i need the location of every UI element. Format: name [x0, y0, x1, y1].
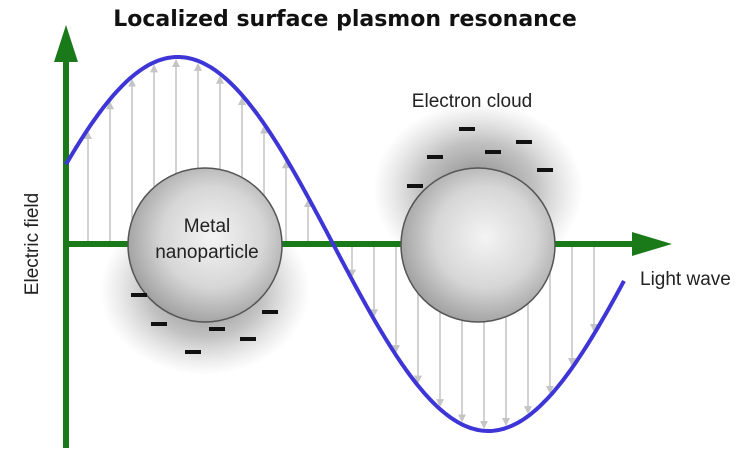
electron-charge [485, 150, 501, 154]
particle-label-line2: nanoparticle [155, 242, 259, 263]
electron-charge [459, 127, 475, 131]
x-axis-label: Light wave [640, 269, 731, 290]
electrons-upper [407, 127, 553, 188]
light-wave-axis-arrowhead-icon [632, 232, 672, 256]
electron-charge [131, 293, 147, 297]
particle-label-line1: Metal [184, 216, 230, 237]
electron-charge [427, 155, 443, 159]
metal-nanoparticle-right [400, 167, 556, 323]
electrons-lower [131, 293, 278, 354]
electron-charge [537, 168, 553, 172]
electron-cloud-label: Electron cloud [412, 91, 532, 112]
electric-field-axis [54, 25, 78, 448]
electric-field-wave [64, 55, 626, 433]
electron-charge [262, 310, 278, 314]
electric-field-axis-arrowhead-icon [54, 25, 78, 62]
metal-nanoparticle-left [127, 167, 283, 323]
electron-charge [209, 327, 225, 331]
diagram-title: Localized surface plasmon resonance [113, 7, 577, 32]
electron-charge [240, 337, 256, 341]
electron-charge [407, 184, 423, 188]
electron-charge [185, 350, 201, 354]
y-axis-label: Electric field [22, 193, 43, 295]
electron-charge [516, 140, 532, 144]
electron-charge [151, 322, 167, 326]
